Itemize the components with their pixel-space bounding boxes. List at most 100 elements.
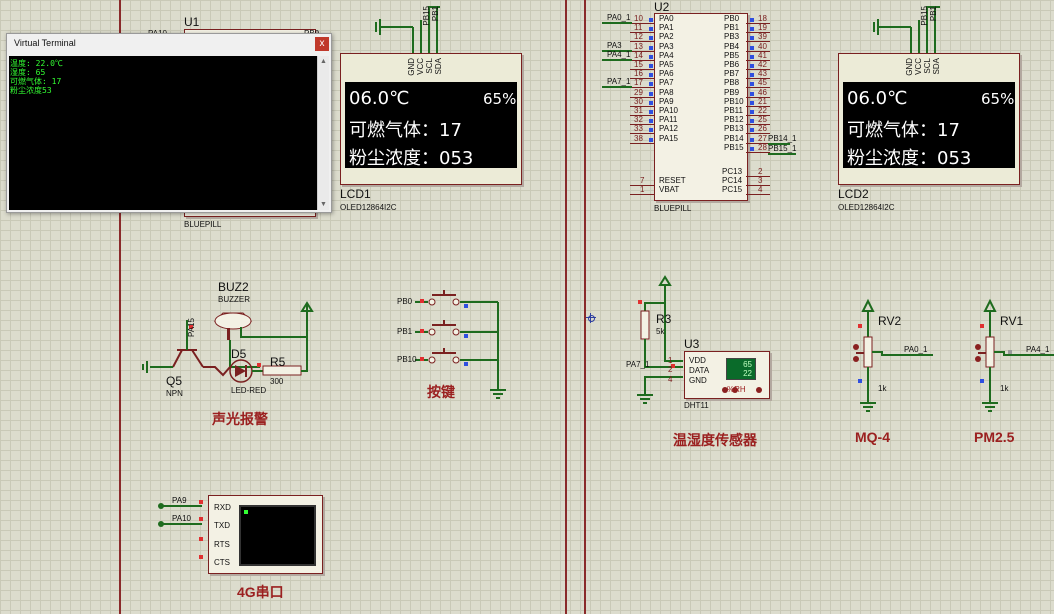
dht-circuit[interactable]	[625, 275, 775, 410]
u2-pin-num-15: 15	[634, 60, 643, 69]
u2-pin-num-19: 19	[758, 23, 767, 33]
u2-pin-pa8: PA8	[659, 87, 674, 97]
uart-terminal-module[interactable]: RXD TXD RTS CTS	[208, 495, 323, 574]
lcd1-net-pb15: PB15	[422, 6, 431, 26]
u2-pin-marker-17	[649, 82, 653, 87]
u2-pin-line-40	[746, 50, 770, 52]
terminal-scrollbar[interactable]: ▲ ▼	[317, 56, 329, 210]
u2-pin-line-42	[746, 69, 770, 70]
u2-chip[interactable]	[654, 13, 748, 201]
u2-pin-marker-25	[750, 119, 754, 124]
u2-net-pa0_1: PA0_1	[607, 13, 631, 22]
u2-pin-pa12: PA12	[659, 124, 678, 134]
lcd1-gas: 可燃气体：17	[349, 120, 462, 141]
uart-pin-rxd: RXD	[214, 503, 231, 512]
lcd2-pin-scl: SCL	[923, 58, 932, 74]
u2-pin-line-c2	[746, 176, 770, 177]
u2-part: BLUEPILL	[654, 204, 692, 213]
button-key-1[interactable]	[415, 290, 498, 306]
u2-pin-num-43: 43	[758, 69, 767, 79]
u2-pin-pa3: PA3	[659, 41, 674, 51]
u2-pin-pa2: PA2	[659, 32, 674, 42]
u2-pin-pb9: PB9	[724, 87, 740, 97]
u2-pin-line-25	[746, 124, 770, 126]
virtual-terminal-window[interactable]: Virtual Terminal x 温度: 22.0℃ 湿度: 65 可燃气体…	[6, 33, 332, 213]
transistor-part: NPN	[166, 389, 183, 398]
led-part: LED-RED	[231, 386, 267, 395]
dht-toggle-icon[interactable]	[756, 387, 762, 393]
u2-pin-line-19	[746, 32, 770, 34]
uart-pin-marker-1	[199, 500, 203, 504]
close-icon[interactable]: x	[315, 37, 329, 51]
u2-pin-marker-42	[750, 64, 754, 68]
lcd1-wire-gnd	[412, 27, 414, 54]
dht-display: 65 22	[726, 358, 756, 380]
u2-pin-num-45: 45	[758, 78, 767, 88]
dht-part: DHT11	[684, 401, 709, 410]
scroll-up-icon[interactable]: ▲	[320, 58, 327, 65]
u2-pin-marker-28	[750, 146, 754, 151]
button-key-2[interactable]	[415, 320, 498, 336]
dht-down-arrow-icon[interactable]	[732, 387, 738, 393]
dht-pin-num-1: 1	[668, 356, 673, 365]
u2-pin-marker-40	[750, 45, 754, 50]
mq4-ref: RV2	[878, 314, 902, 328]
buzzer-part: BUZZER	[218, 295, 250, 304]
u2-net-wire-14	[602, 58, 632, 61]
u2-pin-marker-21	[750, 100, 754, 105]
u2-pin-line-31	[630, 115, 654, 116]
lcd1-wire-vcc	[420, 20, 422, 54]
dht-resistor-value: 5k	[656, 327, 665, 336]
dht-up-arrow-icon[interactable]	[722, 387, 728, 393]
key-net-pb1: PB1	[397, 327, 413, 336]
u2-pin-num-10: 10	[634, 14, 643, 23]
u2-pin-pb0: PB0	[724, 14, 740, 23]
u2-pin-line-45	[746, 87, 770, 89]
u2-pin-marker-39	[750, 36, 754, 41]
resistor-ref: R5	[270, 355, 286, 369]
u2-pin-marker-33	[649, 128, 653, 133]
mq4-circuit[interactable]	[848, 295, 938, 415]
uart-pin-cts: CTS	[214, 558, 230, 567]
u2-pin-pb14: PB14	[724, 133, 744, 143]
button-key-3[interactable]	[415, 348, 498, 364]
u2-net-pa4_1: PA4_1	[607, 49, 631, 59]
u2-pin-marker-32	[649, 119, 653, 124]
u2-pin-num-29: 29	[634, 87, 643, 97]
transistor-icon	[172, 349, 204, 368]
u2-pin-marker-43	[750, 73, 754, 78]
led-ref: D5	[231, 347, 247, 361]
lcd1-module[interactable]: GND VCC SCL SDA 06.0℃ 65% 可燃气体：17 粉尘浓度：0…	[340, 53, 522, 185]
dht11-module[interactable]: VDD DATA GND 65 22 %RH	[684, 351, 770, 399]
lcd2-module[interactable]: GND VCC SCL SDA 06.0℃ 65% 可燃气体：17 粉尘浓度：0…	[838, 53, 1020, 185]
u2-pin-line-33	[630, 133, 654, 135]
lcd2-screen: 06.0℃ 65% 可燃气体：17 粉尘浓度：053	[843, 82, 1015, 169]
alarm-circuit[interactable]	[135, 295, 325, 395]
u2-pin-pa10: PA10	[659, 106, 678, 115]
led-icon	[229, 359, 253, 383]
alarm-label: 声光报警	[212, 411, 268, 427]
crosshair-icon	[586, 313, 596, 323]
keys-circuit[interactable]	[380, 290, 510, 400]
u2-pin-pa9: PA9	[659, 96, 674, 106]
uart-pin-marker-2	[199, 517, 203, 521]
u2-pin-num-32: 32	[634, 115, 643, 125]
pm25-circuit[interactable]	[970, 295, 1054, 415]
virtual-terminal-output[interactable]: 温度: 22.0℃ 湿度: 65 可燃气体: 17 粉尘浓度53	[9, 56, 317, 210]
dht-pin-data: DATA	[689, 366, 710, 375]
scroll-down-icon[interactable]: ▼	[320, 201, 327, 208]
lcd2-wire-vcc	[918, 20, 920, 54]
u2-pin-pb6: PB6	[724, 60, 740, 69]
dht-unit: %RH	[727, 385, 746, 394]
uart-wire-rxd	[160, 505, 202, 507]
u2-net-pa7_1: PA7_1	[607, 77, 631, 87]
u2-pin-num-7: 7	[640, 176, 645, 185]
u2-pin-line-26	[746, 133, 770, 135]
uart-net-pa9: PA9	[172, 496, 187, 505]
u2-pin-marker-38	[649, 137, 653, 142]
lcd2-net-pb1: PB1	[929, 6, 938, 22]
uart-pin-rts: RTS	[214, 540, 230, 549]
u2-pin-pa0: PA0	[659, 14, 674, 23]
mq4-label: MQ-4	[855, 429, 890, 445]
u2-wire-pb14	[768, 143, 790, 145]
